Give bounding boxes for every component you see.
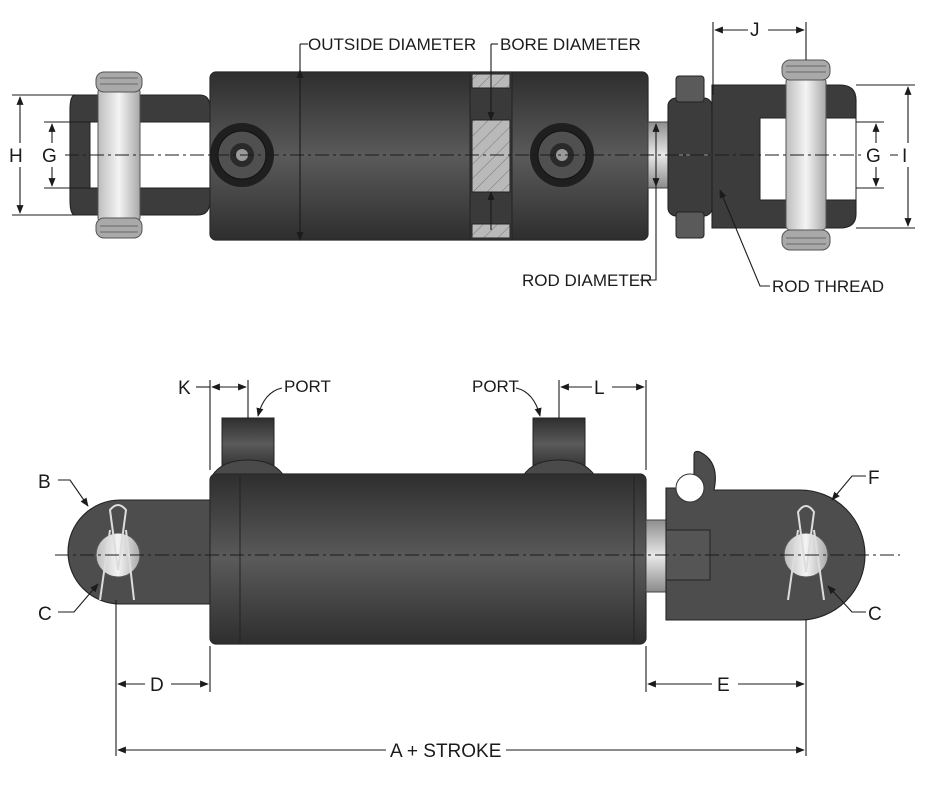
label-bore-diameter: BORE DIAMETER [500, 35, 641, 54]
bottom-view [55, 380, 900, 756]
bottom-left-clevis [67, 499, 211, 605]
bore-hatch [471, 119, 511, 193]
label-port-right: PORT [472, 377, 519, 396]
top-right-clevis [667, 59, 857, 251]
label-c-left: C [38, 604, 52, 625]
label-rod-thread: ROD THREAD [772, 277, 884, 296]
label-c-right: C [868, 604, 882, 625]
top-view [12, 22, 915, 287]
label-f: F [868, 468, 880, 489]
label-h: H [9, 146, 23, 167]
label-b: B [38, 472, 51, 493]
label-g-right: G [866, 146, 881, 167]
bottom-right-clevis [665, 450, 866, 621]
label-i: I [902, 146, 907, 167]
bottom-port-right [522, 417, 596, 477]
top-port-right [530, 123, 594, 187]
label-j: J [750, 20, 760, 41]
label-rod-diameter: ROD DIAMETER [522, 271, 652, 290]
label-d: D [150, 675, 164, 696]
label-g-left: G [42, 146, 57, 167]
bottom-port-left [211, 417, 285, 477]
bottom-rod [645, 519, 667, 593]
label-k: K [178, 378, 191, 399]
label-e: E [717, 675, 730, 696]
label-l: L [594, 378, 605, 399]
bottom-barrel [209, 473, 647, 645]
label-port-left: PORT [284, 377, 331, 396]
label-outside-diameter: OUTSIDE DIAMETER [308, 35, 476, 54]
label-a-stroke: A + STROKE [390, 741, 501, 762]
